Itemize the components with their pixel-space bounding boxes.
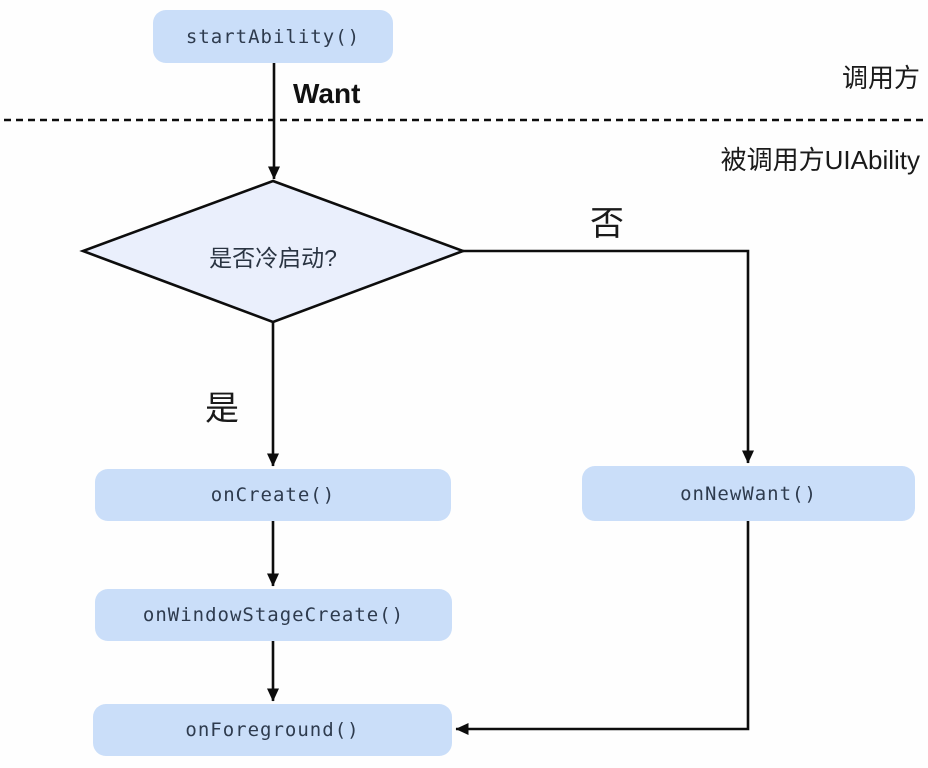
node-on-new-want-label: onNewWant() bbox=[680, 482, 817, 505]
edge-label-yes: 是 bbox=[205, 390, 239, 428]
edge-label-want: Want bbox=[293, 78, 361, 109]
edge-decision-no-to-onnewwant bbox=[463, 249, 754, 464]
lane-label-callee-uiability: 被调用方UIAbility bbox=[720, 145, 920, 175]
node-on-window-stage-create: onWindowStageCreate() bbox=[95, 589, 452, 641]
lane-label-caller: 调用方 bbox=[841, 63, 920, 93]
node-on-new-want: onNewWant() bbox=[582, 466, 915, 521]
node-on-create: onCreate() bbox=[95, 469, 451, 521]
edge-onnewwant-to-onforeground bbox=[455, 521, 750, 735]
node-on-foreground-label: onForeground() bbox=[185, 719, 360, 741]
node-on-foreground: onForeground() bbox=[93, 704, 452, 756]
node-start-ability: startAbility() bbox=[153, 10, 393, 63]
node-on-window-stage-create-label: onWindowStageCreate() bbox=[142, 604, 405, 626]
decision-diamond-label: 是否冷启动? bbox=[209, 245, 337, 271]
node-on-create-label: onCreate() bbox=[210, 484, 336, 506]
node-start-ability-label: startAbility() bbox=[185, 25, 361, 48]
edge-label-no: 否 bbox=[590, 205, 624, 243]
